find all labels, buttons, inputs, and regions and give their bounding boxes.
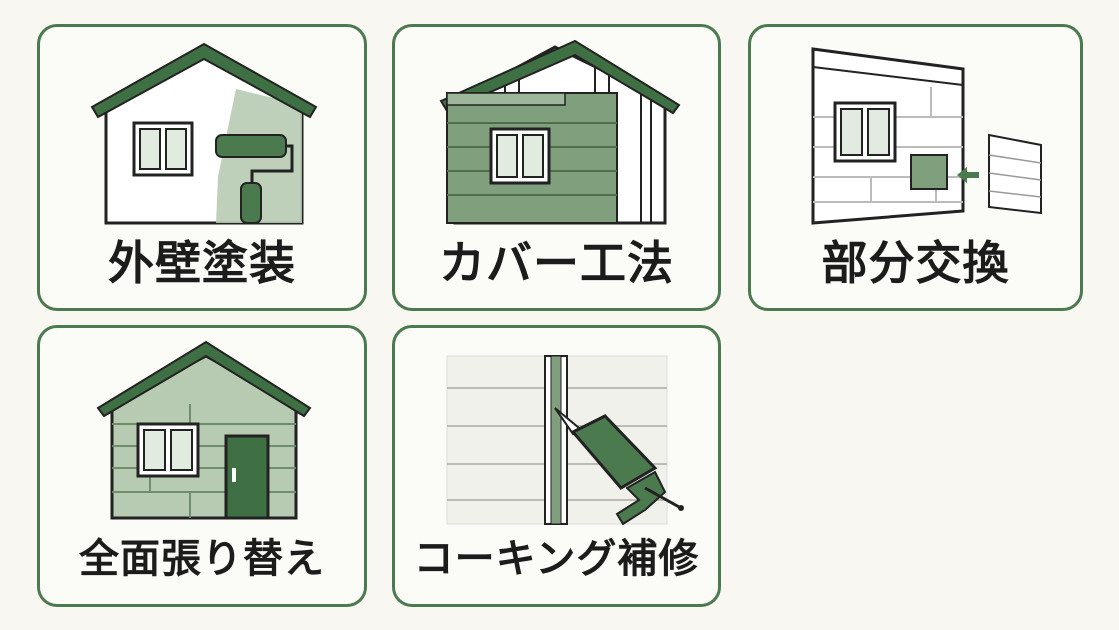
card-label: コーキング補修	[413, 536, 700, 582]
card-label: カバー工法	[439, 236, 674, 290]
card-exterior-painting[interactable]: 外壁塗装	[37, 24, 367, 311]
card-label: 部分交換	[821, 236, 1010, 290]
caulking-gun-icon	[446, 355, 684, 526]
card-caulking-repair[interactable]: コーキング補修	[392, 325, 721, 607]
card-label: 全面張り替え	[79, 536, 325, 582]
card-label: 外壁塗装	[108, 236, 296, 290]
house-full-siding-icon	[96, 340, 312, 520]
house-paint-roller-icon	[90, 42, 318, 225]
card-cover-method[interactable]: カバー工法	[392, 24, 721, 311]
card-partial-replacement[interactable]: 部分交換	[748, 24, 1083, 311]
wall-panel-replace-icon	[811, 47, 1042, 225]
card-full-replacement[interactable]: 全面張り替え	[37, 325, 367, 607]
house-cover-siding-icon	[439, 39, 681, 225]
